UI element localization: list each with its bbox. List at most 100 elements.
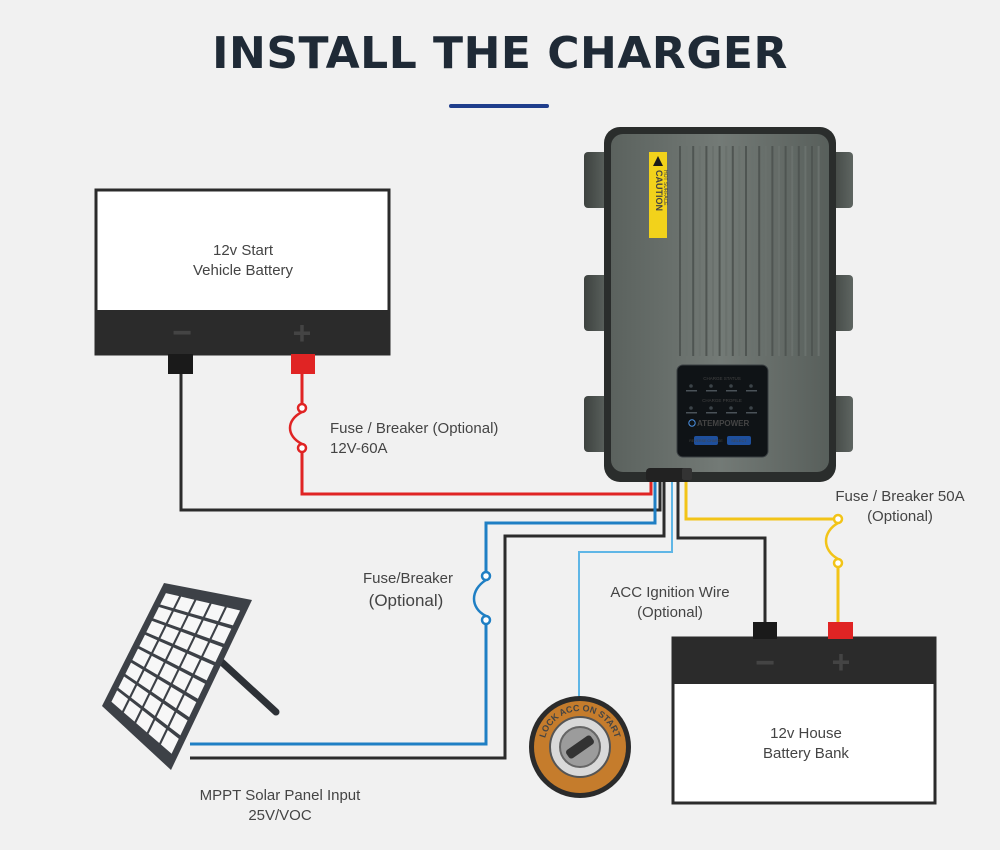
- fuse-start-label-line2: 12V-60A: [330, 440, 388, 457]
- svg-text:CHARGE PROFILE: CHARGE PROFILE: [702, 398, 742, 403]
- fuse-solar-label-line1: Fuse/Breaker: [363, 570, 453, 587]
- house-battery-label-line1: 12v House: [770, 725, 842, 742]
- solar-cell: [182, 615, 202, 634]
- charger-heat-sink: [679, 146, 820, 356]
- solar-cell: [153, 606, 172, 623]
- solar-cell: [177, 695, 197, 718]
- solar-cell: [139, 634, 158, 653]
- svg-text:SELECT: SELECT: [731, 438, 747, 443]
- fuse-start-symbol: [288, 402, 308, 454]
- solar-cell: [156, 703, 175, 726]
- reverse-charge-button: [694, 436, 718, 445]
- wire-solar-positive-lower: [190, 620, 488, 746]
- solar-cell: [180, 653, 200, 674]
- solar-cell: [111, 690, 129, 711]
- svg-text:CHARGE STATUS: CHARGE STATUS: [703, 376, 741, 381]
- solar-cell: [153, 641, 172, 660]
- house-battery-minus: −: [755, 644, 775, 682]
- indicator-led: [709, 384, 713, 388]
- solar-cell: [186, 677, 206, 699]
- page-title: INSTALL THE CHARGER: [212, 28, 788, 79]
- indicator-led: [749, 384, 753, 388]
- solar-panel: [102, 583, 280, 770]
- indicator-led: [689, 406, 693, 410]
- wire-solar-negative: [190, 478, 666, 760]
- fuse-house-symbol: [824, 513, 844, 569]
- svg-text:CAUTION: CAUTION: [654, 170, 664, 211]
- start-battery-plus: +: [293, 315, 312, 351]
- svg-text:REVERSE CHARGE: REVERSE CHARGE: [689, 439, 723, 443]
- fuse-solar-label-line2: (Optional): [369, 591, 444, 610]
- caution-label: CAUTION HOT SURFACE: [649, 152, 668, 238]
- charger-brand: ATEMPOWER: [697, 419, 750, 428]
- select-button: [727, 436, 751, 445]
- solar-cell: [131, 685, 149, 707]
- solar-cell: [196, 620, 217, 639]
- indicator-led: [729, 384, 733, 388]
- solar-cell: [160, 626, 180, 644]
- indicator-caption: [686, 390, 697, 392]
- indicator-caption: [726, 390, 737, 392]
- solar-cell: [169, 712, 188, 736]
- solar-cell: [188, 637, 209, 656]
- solar-cell: [166, 647, 186, 667]
- svg-text:HOT SURFACE: HOT SURFACE: [662, 170, 668, 206]
- start-battery-label-line1: 12v Start: [213, 242, 274, 259]
- solar-cell: [190, 600, 210, 617]
- title-underline: [449, 104, 549, 108]
- start-battery-label-line2: Vehicle Battery: [193, 262, 294, 279]
- fuse-solar-symbol: [472, 570, 492, 626]
- charge-status-leds: [686, 384, 757, 392]
- solar-cell: [146, 620, 165, 638]
- indicator-caption: [746, 412, 757, 414]
- wire-start-negative: [179, 374, 662, 512]
- solar-cell: [175, 596, 195, 613]
- solar-cell: [167, 611, 187, 629]
- charger-control-panel: CHARGE STATUS CHARGE PROFILE ATEMPOWER R…: [676, 364, 769, 458]
- wire-acc-ignition: [578, 478, 673, 700]
- ignition-switch: LOCK ACC ON START: [529, 696, 631, 798]
- house-battery-positive-terminal: [828, 622, 853, 639]
- acc-label-line2: (Optional): [637, 604, 703, 621]
- wire-house-negative: [676, 478, 767, 622]
- indicator-led: [749, 406, 753, 410]
- indicator-led: [689, 384, 693, 388]
- solar-cell: [194, 659, 214, 681]
- solar-cell: [136, 710, 154, 733]
- indicator-led: [729, 406, 733, 410]
- solar-cell: [151, 678, 170, 700]
- solar-label-line2: 25V/VOC: [248, 807, 312, 824]
- solar-cell-grid: [111, 593, 241, 754]
- solar-cell: [123, 700, 141, 722]
- dc-dc-charger: CAUTION HOT SURFACE CHARGE STATUS CHARGE…: [584, 127, 853, 482]
- solar-cell: [143, 694, 162, 716]
- house-battery: [671, 622, 937, 805]
- wire-start-positive-lower: [300, 450, 653, 496]
- indicator-caption: [706, 390, 717, 392]
- indicator-led: [709, 406, 713, 410]
- solar-cell: [160, 730, 179, 754]
- fuse-house-label-line2: (Optional): [867, 508, 933, 525]
- indicator-caption: [746, 390, 757, 392]
- solar-cell: [160, 593, 180, 609]
- start-battery-negative-terminal: [168, 354, 193, 374]
- solar-cell: [145, 655, 164, 675]
- solar-cell: [211, 624, 232, 644]
- solar-cell: [220, 607, 241, 626]
- indicator-caption: [726, 412, 737, 414]
- house-battery-plus: +: [832, 644, 851, 680]
- solar-cell: [205, 603, 225, 622]
- charge-profile-leds: [686, 406, 757, 414]
- solar-cell: [203, 642, 223, 663]
- solar-cell: [148, 720, 167, 744]
- solar-cell: [138, 670, 157, 691]
- solar-cell: [118, 676, 136, 697]
- solar-label-line1: MPPT Solar Panel Input: [200, 787, 361, 804]
- fuse-start-label-line1: Fuse / Breaker (Optional): [330, 420, 498, 437]
- solar-cell: [174, 631, 194, 650]
- wire-solar-positive-upper: [484, 478, 657, 578]
- solar-cell: [172, 670, 192, 691]
- start-battery: [94, 188, 391, 374]
- solar-cell: [132, 648, 150, 667]
